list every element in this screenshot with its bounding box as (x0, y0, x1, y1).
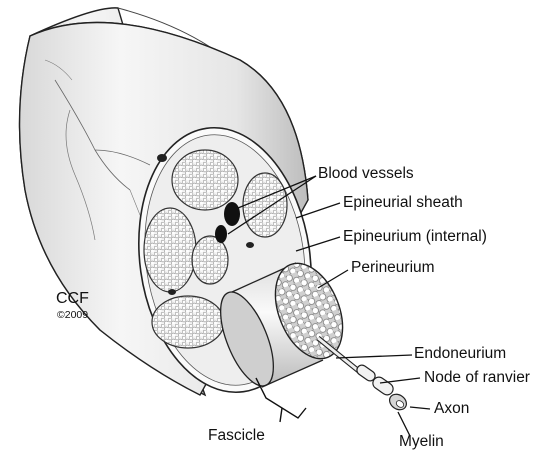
blood-vessel-3 (157, 154, 167, 162)
label-blood-vessels: Blood vessels (318, 165, 414, 182)
label-epineurial-sheath: Epineurial sheath (343, 194, 463, 211)
blood-vessel-5 (246, 242, 254, 248)
fascicle-right (243, 173, 287, 237)
fascicle-center (192, 236, 228, 284)
fascicle-left (144, 208, 196, 292)
label-axon: Axon (434, 400, 469, 417)
label-endoneurium: Endoneurium (414, 345, 506, 362)
label-epineurium-internal: Epineurium (internal) (343, 228, 487, 245)
blood-vessel-4 (168, 289, 176, 295)
fascicle-bottom (152, 296, 224, 348)
single-nerve-fiber (318, 338, 409, 413)
label-node-of-ranvier: Node of ranvier (424, 369, 530, 386)
label-myelin: Myelin (399, 433, 444, 450)
credit-year: ©2009 (57, 309, 88, 321)
fascicle-bracket-stem (280, 408, 282, 422)
fascicle-top (172, 150, 238, 210)
blood-vessel-1 (224, 202, 240, 226)
credit-org: CCF (56, 290, 89, 307)
label-fascicle: Fascicle (208, 427, 265, 444)
label-perineurium: Perineurium (351, 259, 435, 276)
blood-vessel-2 (215, 225, 227, 243)
